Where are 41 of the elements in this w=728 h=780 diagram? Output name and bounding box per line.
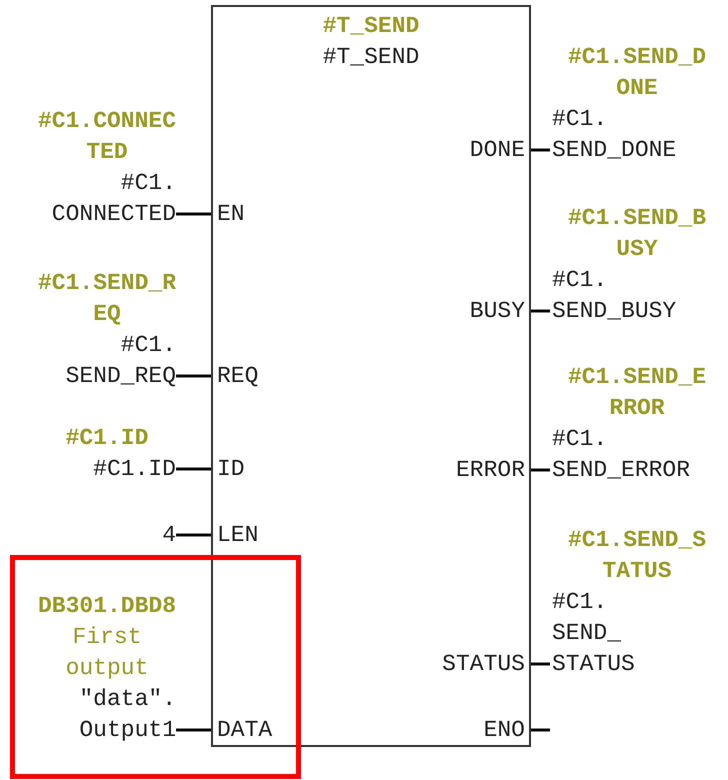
operand-comment: #C1.CONNECTED xyxy=(38,106,176,166)
function-block xyxy=(211,5,531,747)
operand-comment: #C1.SEND_REQ xyxy=(38,268,176,328)
pin-wire xyxy=(531,148,550,152)
pin-wire xyxy=(176,728,211,732)
operand-address: #C1. SEND_ STATUS xyxy=(552,588,635,678)
pin-label: REQ xyxy=(217,362,258,390)
pin-label: EN xyxy=(217,200,245,228)
pin-label: DATA xyxy=(217,716,272,744)
pin-wire xyxy=(176,212,211,216)
block-instance-name: #T_SEND xyxy=(322,43,420,72)
pin-wire xyxy=(176,468,211,470)
operand-address: #C1.ID xyxy=(93,454,176,484)
pin-label: LEN xyxy=(217,520,258,550)
pin-wire xyxy=(176,534,211,536)
operand-address: #C1. SEND_BUSY xyxy=(552,266,676,326)
pin-wire xyxy=(176,374,211,378)
operand-comment: First output xyxy=(64,622,150,682)
operand-comment: #C1.SEND_DONE xyxy=(568,42,706,102)
operand-address: 4 xyxy=(162,520,176,550)
pin-wire xyxy=(531,662,550,666)
pin-label: ID xyxy=(217,454,245,484)
operand-comment: #C1.ID xyxy=(64,424,150,452)
operand-address: #C1. SEND_DONE xyxy=(552,104,676,164)
pin-wire xyxy=(531,728,550,732)
pin-label: ERROR xyxy=(456,456,525,484)
operand-address: #C1. CONNECTED xyxy=(52,168,176,228)
pin-label: DONE xyxy=(470,136,525,164)
operand-comment: #C1.SEND_STATUS xyxy=(568,526,706,586)
operand-comment: #C1.SEND_ERROR xyxy=(568,362,706,422)
operand-address: #C1. SEND_ERROR xyxy=(552,424,690,484)
block-instance-name: #T_SEND xyxy=(322,12,420,41)
pin-wire xyxy=(531,310,550,312)
operand-address: #C1. SEND_REQ xyxy=(66,330,176,390)
pin-label: BUSY xyxy=(470,296,525,326)
pin-wire xyxy=(531,468,550,472)
pin-label: ENO xyxy=(484,716,525,744)
operand-address: "data". Output1 xyxy=(79,684,176,744)
operand-comment: DB301.DBD8 xyxy=(38,592,176,620)
operand-comment: #C1.SEND_BUSY xyxy=(568,204,706,264)
pin-label: STATUS xyxy=(442,650,525,678)
